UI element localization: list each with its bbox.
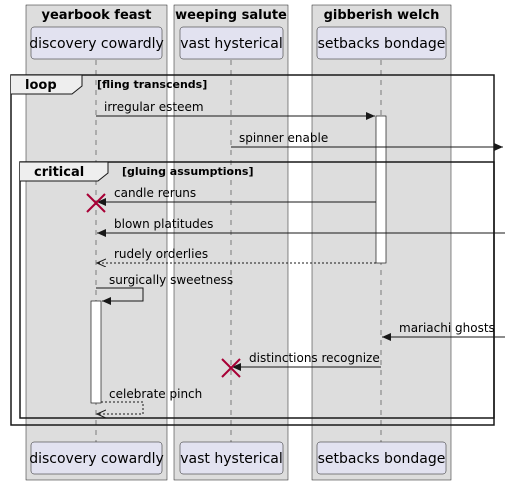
message-label: blown platitudes [114, 217, 213, 231]
participant-label: vast hysterical [180, 451, 282, 467]
message-candle-reruns: candle reruns [97, 186, 376, 206]
fragment-loop: loop [fling transcends] [10, 74, 495, 426]
group-title: weeping salute [175, 8, 287, 23]
message-blown-platitudes: blown platitudes [97, 217, 505, 237]
message-label: distinctions recognize [249, 351, 380, 365]
message-label: mariachi ghosts [399, 321, 495, 335]
fragment-keyword: critical [34, 165, 84, 180]
message-distinctions-recognize: distinctions recognize [232, 351, 381, 371]
fragment-keyword: loop [25, 78, 57, 93]
message-irregular-esteem: irregular esteem [96, 100, 375, 120]
activation-setbacks-bondage [375, 115, 387, 264]
destroy-mark-vast-hysterical [221, 358, 241, 378]
participant-setbacks-bondage-top[interactable]: setbacks bondage [316, 26, 447, 60]
participant-discovery-cowardly-top[interactable]: discovery cowardly [29, 26, 164, 60]
participant-discovery-cowardly-bottom[interactable]: discovery cowardly [29, 441, 164, 475]
participant-vast-hysterical-top[interactable]: vast hysterical [179, 26, 284, 60]
message-celebrate-pinch: celebrate pinch [97, 387, 202, 414]
group-title: gibberish welch [324, 8, 440, 23]
fragment-critical: critical [gluing assumptions] [19, 161, 495, 419]
activation-discovery-cowardly [90, 300, 102, 404]
message-label: irregular esteem [104, 100, 204, 114]
participant-label: vast hysterical [180, 36, 282, 52]
destroy-mark-discovery-cowardly [86, 193, 106, 213]
message-label: rudely orderlies [114, 247, 208, 261]
message-label: celebrate pinch [109, 387, 202, 401]
message-label: surgically sweetness [109, 273, 233, 287]
message-label: spinner enable [239, 131, 328, 145]
fragment-guard: [gluing assumptions] [122, 165, 253, 178]
participant-label: discovery cowardly [29, 36, 164, 52]
participant-setbacks-bondage-bottom[interactable]: setbacks bondage [316, 441, 447, 475]
message-mariachi-ghosts: mariachi ghosts [382, 321, 505, 341]
participant-label: setbacks bondage [318, 451, 446, 467]
fragment-guard: [fling transcends] [97, 78, 207, 91]
participant-label: setbacks bondage [318, 36, 446, 52]
message-spinner-enable: spinner enable [231, 131, 503, 151]
message-rudely-orderlies: rudely orderlies [97, 247, 376, 263]
participant-label: discovery cowardly [29, 451, 164, 467]
group-title: yearbook feast [41, 8, 151, 23]
participant-vast-hysterical-bottom[interactable]: vast hysterical [179, 441, 284, 475]
message-surgically-sweetness: surgically sweetness [96, 273, 233, 305]
message-label: candle reruns [114, 186, 196, 200]
